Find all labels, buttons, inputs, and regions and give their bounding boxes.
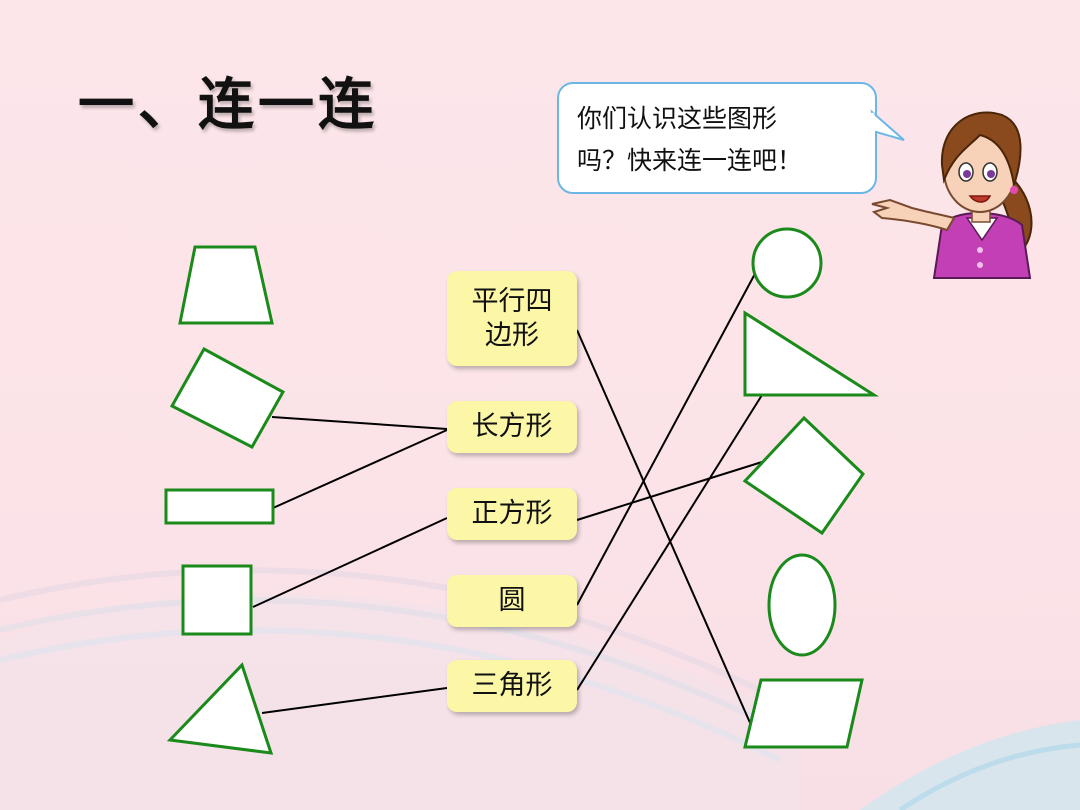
match-line-rectangle-flat [272, 429, 448, 509]
page-title: 一、连一连 [78, 73, 378, 138]
label-parallelogram-line2: 边形 [485, 319, 539, 351]
flat-rectangle-shape [164, 488, 275, 525]
square-shape [181, 564, 253, 636]
label-rectangle: 长方形 [447, 401, 577, 453]
speech-line-1: 你们认识这些图形 [577, 104, 778, 133]
match-line-circle [576, 269, 758, 606]
speech-bubble: 你们认识这些图形 吗？快来连一连吧！ [557, 82, 877, 194]
match-line-rectangle-tilted [271, 416, 448, 430]
label-square-text: 正方形 [471, 498, 553, 529]
circle-shape [751, 227, 823, 299]
match-line-square [252, 517, 448, 608]
trapezoid-shape [178, 245, 274, 325]
parallelogram-shape [743, 678, 864, 749]
tilted-rectangle-shape [169, 346, 286, 449]
match-line-parallelogram [576, 329, 752, 726]
triangle-shape-left [166, 662, 274, 755]
label-parallelogram-line1: 平行四 [471, 285, 553, 317]
teacher-girl-illustration [871, 111, 1033, 279]
speech-line-2: 吗？快来连一连吧！ [577, 146, 803, 175]
match-line-triangle [261, 687, 448, 714]
label-circle-text: 圆 [498, 585, 526, 616]
label-circle: 圆 [447, 575, 577, 627]
label-triangle-text: 三角形 [471, 670, 553, 701]
rotated-square-shape [742, 415, 865, 536]
label-square: 正方形 [447, 488, 577, 540]
match-line-square-right [576, 461, 763, 521]
speech-bubble-tail [870, 109, 905, 141]
label-parallelogram: 平行四 边形 [447, 271, 577, 366]
label-rectangle-text: 长方形 [471, 411, 553, 442]
match-line-triangle-right [576, 394, 763, 691]
ellipse-shape [767, 553, 837, 657]
right-triangle-shape [743, 310, 880, 397]
label-triangle: 三角形 [447, 660, 577, 712]
